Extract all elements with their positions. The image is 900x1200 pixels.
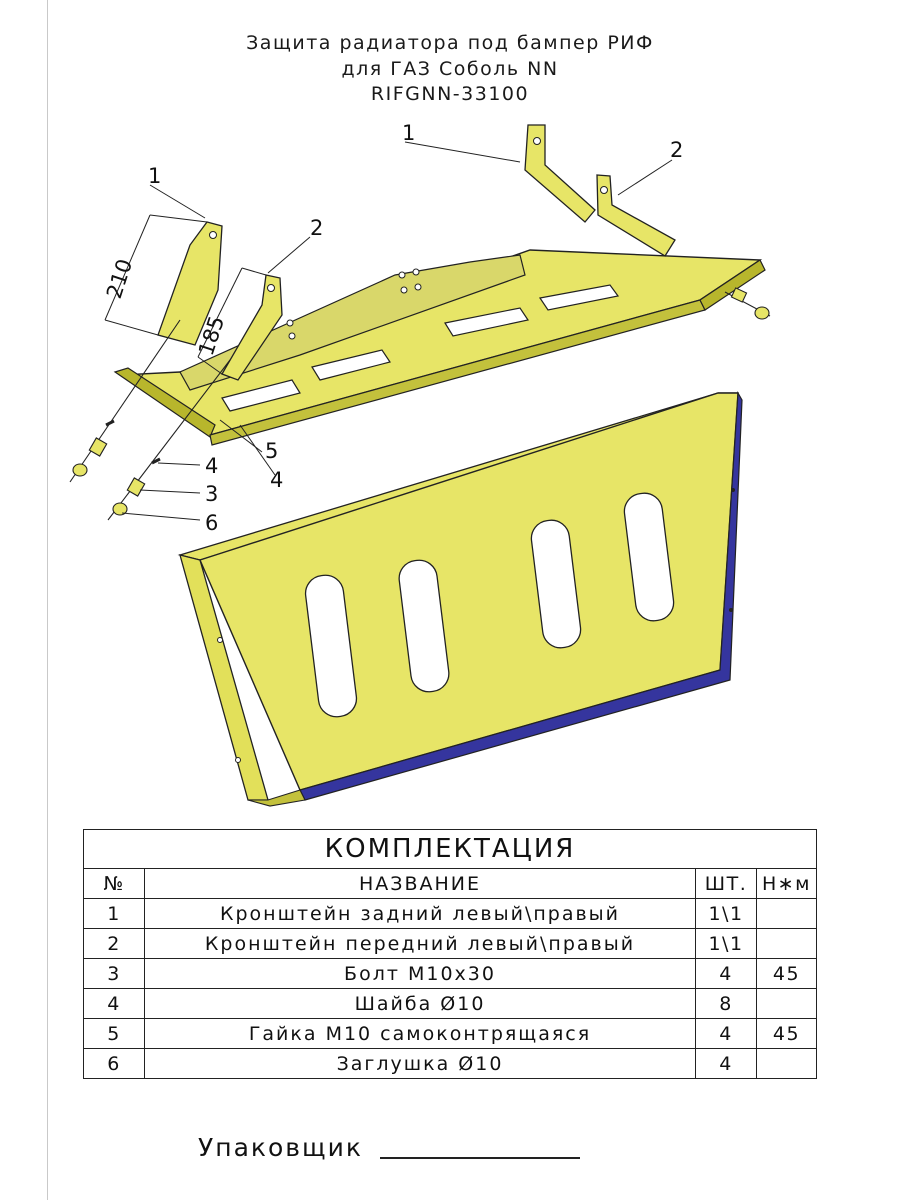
row-name: Кронштейн задний левый\правый bbox=[144, 898, 696, 929]
packer-signature-line bbox=[380, 1157, 580, 1159]
dimension-210: 210 bbox=[102, 256, 137, 302]
assembly-drawing: 1 2 1 2 4 3 6 4 5 210 185 bbox=[69, 121, 771, 807]
title-line-1: Защита радиатора под бампер РИФ bbox=[246, 32, 654, 54]
mounting-holes bbox=[286, 268, 422, 340]
kit-table-header: № НАЗВАНИЕ ШТ. Н∗м bbox=[83, 868, 817, 899]
row-name: Шайба Ø10 bbox=[144, 988, 696, 1019]
header-qty: ШТ. bbox=[695, 868, 757, 899]
callout-6: 6 bbox=[205, 511, 218, 535]
row-torque bbox=[756, 928, 817, 959]
upper-plate-flange-left bbox=[113, 367, 216, 438]
table-row: 5 Гайка М10 самоконтрящаяся 4 45 bbox=[83, 1018, 817, 1049]
row-num: 3 bbox=[83, 958, 145, 989]
header-num: № bbox=[83, 868, 145, 899]
kit-table: КОМПЛЕКТАЦИЯ № НАЗВАНИЕ ШТ. Н∗м 1 Кроншт… bbox=[83, 829, 817, 1079]
packer-label: Упаковщик bbox=[198, 1133, 363, 1162]
upper-plate-assembly bbox=[69, 124, 771, 521]
header-name: НАЗВАНИЕ bbox=[144, 868, 696, 899]
row-qty: 1\1 bbox=[695, 928, 757, 959]
kit-table-caption: КОМПЛЕКТАЦИЯ bbox=[83, 829, 817, 869]
title-line-3: RIFGNN-33100 bbox=[370, 83, 530, 105]
row-num: 1 bbox=[83, 898, 145, 929]
callout-4-left: 4 bbox=[205, 454, 218, 478]
lower-plate-slots bbox=[304, 492, 675, 718]
callout-5: 5 bbox=[265, 439, 278, 463]
row-qty: 4 bbox=[695, 958, 757, 989]
bracket-rear-right bbox=[524, 124, 596, 223]
bracket-rear-left bbox=[157, 221, 223, 346]
row-torque: 45 bbox=[756, 1018, 817, 1049]
bracket-front-right bbox=[596, 174, 676, 257]
row-num: 5 bbox=[83, 1018, 145, 1049]
row-qty: 8 bbox=[695, 988, 757, 1019]
callout-3: 3 bbox=[205, 482, 218, 506]
lower-plate-bottom bbox=[247, 789, 306, 807]
page-margin-line bbox=[47, 0, 48, 1200]
row-num: 4 bbox=[83, 988, 145, 1019]
row-qty: 4 bbox=[695, 1048, 757, 1079]
bracket-front-left bbox=[221, 274, 283, 381]
upper-plate-right-end bbox=[699, 259, 766, 311]
row-qty: 4 bbox=[695, 1018, 757, 1049]
callout-2-left: 2 bbox=[310, 216, 323, 240]
lower-plate bbox=[177, 390, 743, 807]
row-num: 2 bbox=[83, 928, 145, 959]
row-torque bbox=[756, 898, 817, 929]
dimension-lines bbox=[104, 214, 267, 375]
callout-1-right: 1 bbox=[402, 121, 415, 145]
row-name: Кронштейн передний левый\правый bbox=[144, 928, 696, 959]
table-row: 3 Болт М10х30 4 45 bbox=[83, 958, 817, 989]
row-qty: 1\1 bbox=[695, 898, 757, 929]
row-torque bbox=[756, 1048, 817, 1079]
row-name: Заглушка Ø10 bbox=[144, 1048, 696, 1079]
callout-1-left: 1 bbox=[148, 164, 161, 188]
row-torque: 45 bbox=[756, 958, 817, 989]
table-row: 1 Кронштейн задний левый\правый 1\1 bbox=[83, 898, 817, 929]
upper-plate-rear-wall bbox=[179, 254, 526, 391]
table-row: 4 Шайба Ø10 8 bbox=[83, 988, 817, 1019]
leader-lines bbox=[121, 141, 673, 521]
right-fasteners bbox=[724, 287, 771, 320]
callout-4-right: 4 bbox=[270, 468, 283, 492]
row-name: Болт М10х30 bbox=[144, 958, 696, 989]
row-num: 6 bbox=[83, 1048, 145, 1079]
upper-plate-slots bbox=[221, 284, 620, 412]
row-torque bbox=[756, 988, 817, 1019]
left-fasteners bbox=[69, 319, 231, 521]
callout-2-right: 2 bbox=[670, 138, 683, 162]
table-row: 2 Кронштейн передний левый\правый 1\1 bbox=[83, 928, 817, 959]
table-row: 6 Заглушка Ø10 4 bbox=[83, 1048, 817, 1079]
title-line-2: для ГАЗ Соболь NN bbox=[341, 58, 559, 80]
row-name: Гайка М10 самоконтрящаяся bbox=[144, 1018, 696, 1049]
header-torque: Н∗м bbox=[756, 868, 817, 899]
